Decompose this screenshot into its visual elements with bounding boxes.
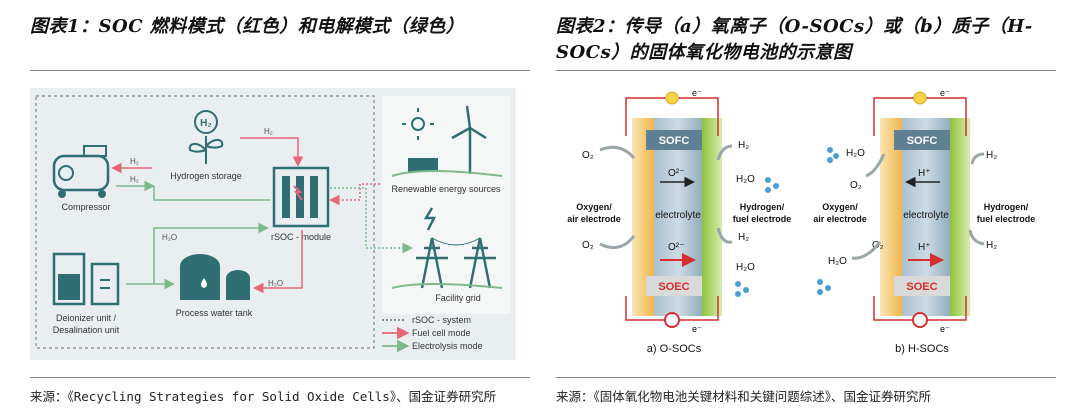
compressor-label: Compressor (61, 202, 110, 212)
deionizer-icon (52, 252, 120, 306)
source-right: 来源：《固体氧化物电池关键材料和关键问题综述》、国金证券研究所 (556, 389, 932, 404)
h-soc-soec-label: SOEC (906, 281, 937, 293)
legend-electrolysis: Electrolysis mode (412, 341, 483, 351)
h-soc-h2o-bottom: H₂O (828, 256, 847, 267)
rsoc-system-boundary (35, 95, 375, 349)
flow-renewable-to-rsoc (329, 183, 380, 206)
facility-grid-icon (391, 207, 503, 289)
o-soc-left-electrode-2: air electrode (567, 214, 621, 224)
o-soc-h2o-top: H₂O (736, 174, 755, 185)
h-soc-cell: SOFC SOEC electrolyte H⁺ H⁺ e⁻ e⁻ H₂O O₂… (813, 88, 1035, 334)
soc-mode-diagram: H₂ Hydrogen storage Compressor rSOC - mo… (30, 88, 516, 360)
o-soc-ion-bottom: O²⁻ (668, 242, 684, 253)
compressor-icon (52, 145, 110, 198)
renewable-energy-icon (391, 105, 503, 177)
hydrogen-storage-icon: H₂ (188, 110, 224, 164)
o-soc-bulb-icon (665, 91, 679, 105)
h-soc-caption: b) H-SOCs (895, 343, 949, 355)
h-soc-e-top: e⁻ (940, 88, 950, 98)
o-soc-water-drops-icon (735, 177, 779, 297)
h-soc-electrolyte-label: electrolyte (903, 210, 949, 221)
flow-h2-label-compressor-2: H₂ (130, 175, 139, 184)
bottom-rule-right (556, 377, 1056, 378)
h-soc-bulb-icon (913, 91, 927, 105)
renewable-label: Renewable energy sources (391, 184, 501, 194)
h-soc-left-electrode-1: Oxygen/ (822, 202, 858, 212)
flow-rsoc-to-grid (330, 187, 413, 254)
hydrogen-storage-label: Hydrogen storage (170, 171, 242, 181)
flow-h2-label-storage: H₂ (264, 127, 273, 136)
deionizer-label-line1: Deionizer unit / (56, 313, 117, 323)
o-soc-o2-top: O₂ (582, 150, 594, 161)
o-soc-cell: SOFC SOEC electrolyte O²⁻ O²⁻ e⁻ e⁻ O₂ O… (567, 88, 791, 334)
h-soc-e-bottom: e⁻ (940, 324, 950, 334)
h-soc-h2-top: H₂ (986, 150, 997, 161)
deionizer-label-line2: Desalination unit (53, 325, 120, 335)
rsoc-module-icon (272, 166, 330, 228)
source-left: 来源：《Recycling Strategies for Solid Oxide… (30, 389, 497, 404)
h-soc-ion-bottom: H⁺ (918, 242, 931, 253)
process-water-tank-label: Process water tank (176, 308, 253, 318)
h-soc-water-drops-icon (817, 147, 839, 295)
o-soc-ion-top: O²⁻ (668, 168, 684, 179)
o-soc-o2-bottom: O₂ (582, 240, 594, 251)
h-soc-sofc-label: SOFC (907, 135, 938, 147)
o-soc-left-electrode-1: Oxygen/ (576, 202, 612, 212)
flow-storage-to-rsoc (240, 137, 304, 167)
figure-1-title: 图表1：SOC 燃料模式（红色）和电解模式（绿色） (30, 16, 465, 37)
legend: rSOC - system Fuel cell mode Electrolysi… (382, 315, 483, 353)
o-soc-h2-bottom: H₂ (738, 232, 749, 243)
flow-h2o-label-2: H₂O (268, 279, 283, 288)
rsoc-module-label: rSOC - module (271, 232, 331, 242)
svg-text:H₂: H₂ (200, 118, 212, 129)
h-soc-left-electrode-2: air electrode (813, 214, 867, 224)
h-soc-right-electrode-2: fuel electrode (977, 214, 1036, 224)
o-soc-sofc-label: SOFC (659, 135, 690, 147)
flow-h2-label-compressor-1: H₂ (130, 157, 139, 166)
o-soc-right-electrode-1: Hydrogen/ (740, 202, 785, 212)
o-soc-right-electrode-2: fuel electrode (733, 214, 792, 224)
legend-rsoc-system: rSOC - system (412, 315, 471, 325)
top-rule-left (30, 70, 530, 71)
o-soc-h2-top: H₂ (738, 140, 749, 151)
grid-panel (382, 96, 510, 314)
facility-grid-label: Facility grid (435, 293, 481, 303)
legend-fuel-cell: Fuel cell mode (412, 328, 471, 338)
flow-rsoc-to-tank (253, 230, 303, 294)
o-soc-e-bottom: e⁻ (692, 324, 702, 334)
o-soc-e-top: e⁻ (692, 88, 702, 98)
bottom-rule-left (30, 377, 530, 378)
o-soc-power-icon (664, 312, 680, 328)
soc-cell-schematic: SOFC SOEC electrolyte O²⁻ O²⁻ e⁻ e⁻ O₂ O… (567, 88, 1035, 355)
top-rule-right (556, 70, 1056, 71)
o-soc-h2o-bottom: H₂O (736, 262, 755, 273)
flow-rsoc-to-compressor (153, 186, 270, 201)
h-soc-right-electrode-1: Hydrogen/ (984, 202, 1029, 212)
o-soc-electrolyte-label: electrolyte (655, 210, 701, 221)
o-soc-caption: a) O-SOCs (647, 343, 702, 355)
h-soc-ion-top: H⁺ (918, 168, 931, 179)
h-soc-h2-bottom: H₂ (986, 240, 997, 251)
process-water-tank-icon (180, 254, 250, 300)
o-soc-soec-label: SOEC (658, 281, 689, 293)
flow-tank-to-rsoc (153, 222, 269, 284)
h-soc-power-icon (912, 312, 928, 328)
flow-h2o-label-1: H₂O (162, 233, 177, 242)
h-soc-o2-top: O₂ (850, 180, 862, 191)
h-soc-h2o-top: H₂O (846, 148, 865, 159)
figure-2-title: 图表2：传导（a）氧离子（O-SOCs）或（b）质子（H-SOCs）的固体氧化物… (556, 16, 1033, 63)
